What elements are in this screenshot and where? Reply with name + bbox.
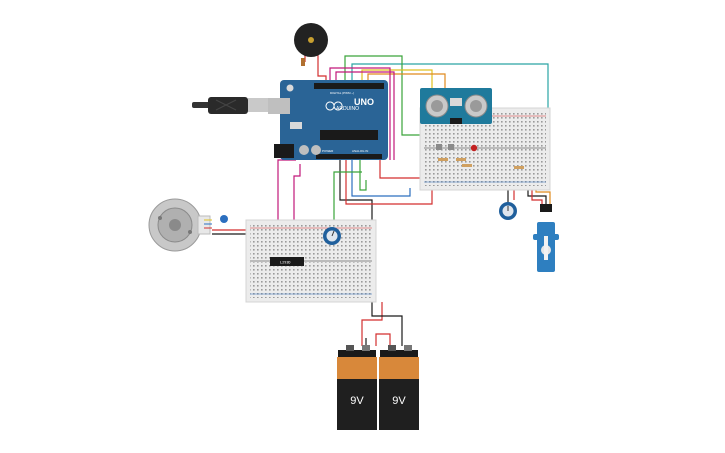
analog-header [316, 154, 382, 159]
battery-2-top [380, 350, 418, 358]
wire-batt-red[interactable] [361, 302, 383, 346]
motor-screw-1 [158, 216, 162, 220]
battery-2-label-band [379, 357, 419, 379]
wire-servo-red[interactable] [531, 188, 543, 206]
arduino-board[interactable]: ARDUINO UNO DIGITAL (PWM ~) ANALOG IN PO… [268, 80, 388, 160]
red-led[interactable] [470, 144, 478, 152]
ultrasonic-sensor[interactable] [420, 88, 492, 124]
motor-driver-ic[interactable] [270, 257, 304, 266]
motor-screw-2 [188, 230, 192, 234]
ultrasonic-receiver-mesh [470, 100, 482, 112]
wire-batt-series-red[interactable] [375, 333, 391, 346]
power-jack [274, 144, 294, 158]
servo-arm[interactable] [544, 236, 548, 260]
crystal [290, 122, 302, 129]
wire-yellow-top[interactable] [361, 69, 433, 100]
motor-shaft [169, 219, 181, 231]
battery-2-label: 9V [392, 395, 406, 407]
resistor-1[interactable] [438, 158, 448, 161]
battery-1-top [338, 350, 376, 358]
breadboard-lower[interactable]: L293D [245, 219, 377, 303]
digital-label: DIGITAL (PWM ~) [330, 91, 354, 95]
usb-cable-end [192, 102, 210, 108]
usb-cable[interactable] [192, 97, 268, 114]
arduino-brand-label: ARDUINO [336, 106, 359, 112]
ultrasonic-transmitter-mesh [431, 100, 443, 112]
wire-green-b[interactable] [359, 160, 367, 191]
battery-1-body [337, 379, 377, 430]
wire-red-a[interactable] [345, 160, 433, 205]
wire-magenta-a[interactable] [329, 67, 391, 160]
servo-connector [540, 204, 552, 212]
wire-green-top[interactable] [344, 55, 420, 136]
wire-orange-top[interactable] [367, 73, 446, 100]
battery-1-label-band [337, 357, 377, 379]
buzzer-center [308, 37, 314, 43]
battery-1-terminal-neg [346, 345, 354, 351]
buzzer-resistor [301, 58, 305, 66]
battery-2[interactable]: 9V [379, 345, 419, 430]
resistor-4[interactable] [514, 166, 524, 169]
motor-capacitor[interactable] [220, 215, 228, 223]
resistor-3[interactable] [462, 164, 472, 167]
wire-batt-black[interactable] [371, 302, 403, 346]
battery-1-label: 9V [350, 395, 364, 407]
wire-magenta-d[interactable] [293, 164, 301, 238]
usb-connector-metal [248, 98, 268, 112]
reset-button[interactable] [286, 84, 294, 92]
dc-motor[interactable] [148, 198, 228, 252]
wire-buzzer-red[interactable] [317, 52, 327, 80]
ultrasonic-crystal [450, 98, 462, 106]
analog-label: ANALOG IN [352, 149, 368, 153]
motor-encoder-connector [197, 215, 211, 235]
digital-header [314, 83, 384, 89]
usb-plug-grip [215, 99, 237, 111]
capacitor-1 [299, 145, 309, 155]
wire-blue-a[interactable] [351, 160, 411, 197]
wire-servo-black[interactable] [527, 188, 547, 206]
piezo-buzzer[interactable] [294, 23, 328, 66]
wire-magenta-b[interactable] [335, 71, 395, 160]
breadboard-right[interactable] [419, 107, 551, 191]
battery-2-terminal-neg [388, 345, 396, 351]
pushbutton-1[interactable] [436, 144, 442, 150]
atmega-chip [320, 130, 378, 140]
ic-label: L293D [280, 261, 291, 265]
servo-motor[interactable] [533, 204, 559, 272]
power-label: POWER [322, 149, 334, 153]
arduino-model-label: UNO [354, 97, 374, 107]
potentiometer-right[interactable] [499, 202, 517, 220]
pot-lower-indicator [331, 230, 335, 237]
usb-port [268, 98, 290, 114]
pushbutton-2[interactable] [448, 144, 454, 150]
wire-green-pot[interactable] [333, 171, 362, 226]
arduino-logo [325, 101, 343, 111]
battery-1-terminal-pos [362, 345, 370, 351]
wire-black-a[interactable] [339, 160, 373, 222]
battery-2-body [379, 379, 419, 430]
wire-red-b[interactable] [379, 160, 420, 179]
potentiometer-lower[interactable] [323, 227, 341, 245]
battery-2-terminal-pos [404, 345, 412, 351]
capacitor-2 [311, 145, 321, 155]
ultrasonic-pins [450, 118, 462, 124]
resistor-2[interactable] [456, 158, 466, 161]
battery-1[interactable]: 9V [337, 345, 377, 430]
